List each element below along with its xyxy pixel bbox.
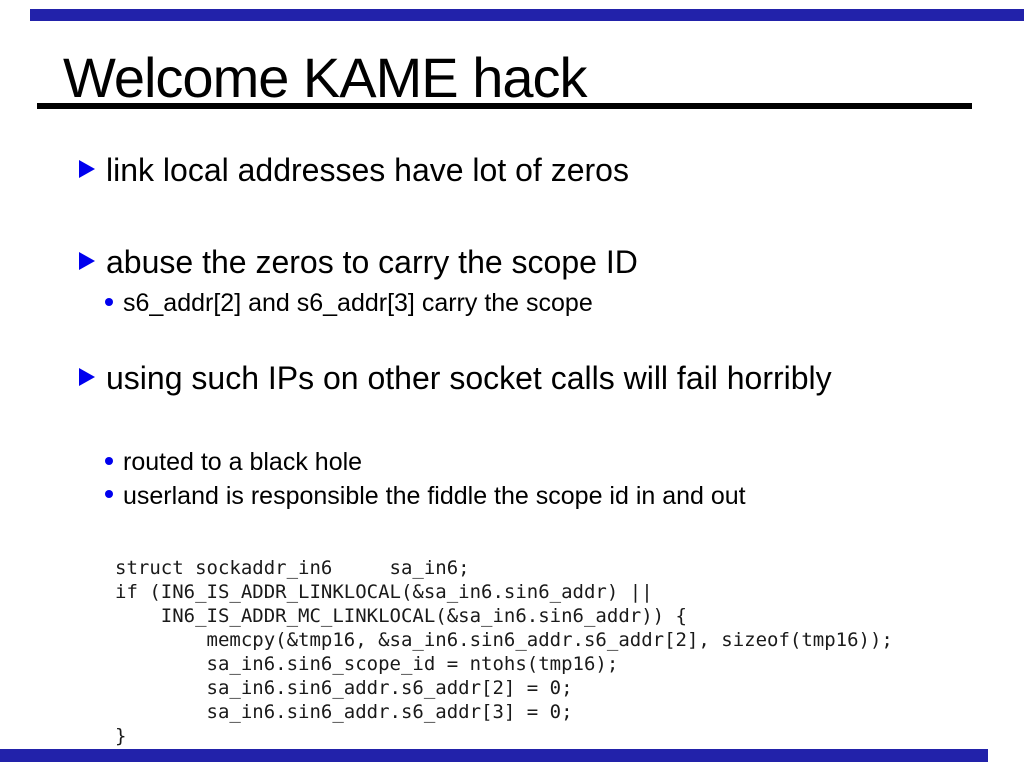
bottom-decoration-bar: [0, 749, 988, 762]
bullet-triangle-icon: [79, 252, 95, 270]
bullet-dot-icon: [105, 490, 113, 498]
bullet-text: abuse the zeros to carry the scope ID: [106, 244, 638, 280]
code-line: IN6_IS_ADDR_MC_LINKLOCAL(&sa_in6.sin6_ad…: [115, 605, 687, 627]
sub-bullet-text: userland is responsible the fiddle the s…: [123, 482, 746, 510]
code-line: sa_in6.sin6_scope_id = ntohs(tmp16);: [115, 653, 619, 675]
code-block: struct sockaddr_in6 sa_in6; if (IN6_IS_A…: [115, 556, 893, 748]
code-line: struct sockaddr_in6 sa_in6;: [115, 557, 470, 579]
bullet-triangle-icon: [79, 160, 95, 178]
bullet-triangle-icon: [79, 368, 95, 386]
code-line: }: [115, 725, 127, 747]
bullet-text: using such IPs on other socket calls wil…: [106, 360, 832, 396]
bullet-dot-icon: [105, 298, 113, 306]
slide-title: Welcome KAME hack: [63, 46, 587, 109]
code-line: memcpy(&tmp16, &sa_in6.sin6_addr.s6_addr…: [115, 629, 893, 651]
bullet-text: link local addresses have lot of zeros: [106, 152, 629, 188]
code-line: sa_in6.sin6_addr.s6_addr[3] = 0;: [115, 701, 573, 723]
code-line: sa_in6.sin6_addr.s6_addr[2] = 0;: [115, 677, 573, 699]
code-line: if (IN6_IS_ADDR_LINKLOCAL(&sa_in6.sin6_a…: [115, 581, 653, 603]
sub-bullet-text: routed to a black hole: [123, 448, 363, 476]
sub-bullet-text: s6_addr[2] and s6_addr[3] carry the scop…: [123, 289, 593, 317]
bullet-dot-icon: [105, 457, 113, 465]
top-decoration-bar: [30, 9, 1024, 21]
title-underline: [37, 103, 972, 109]
